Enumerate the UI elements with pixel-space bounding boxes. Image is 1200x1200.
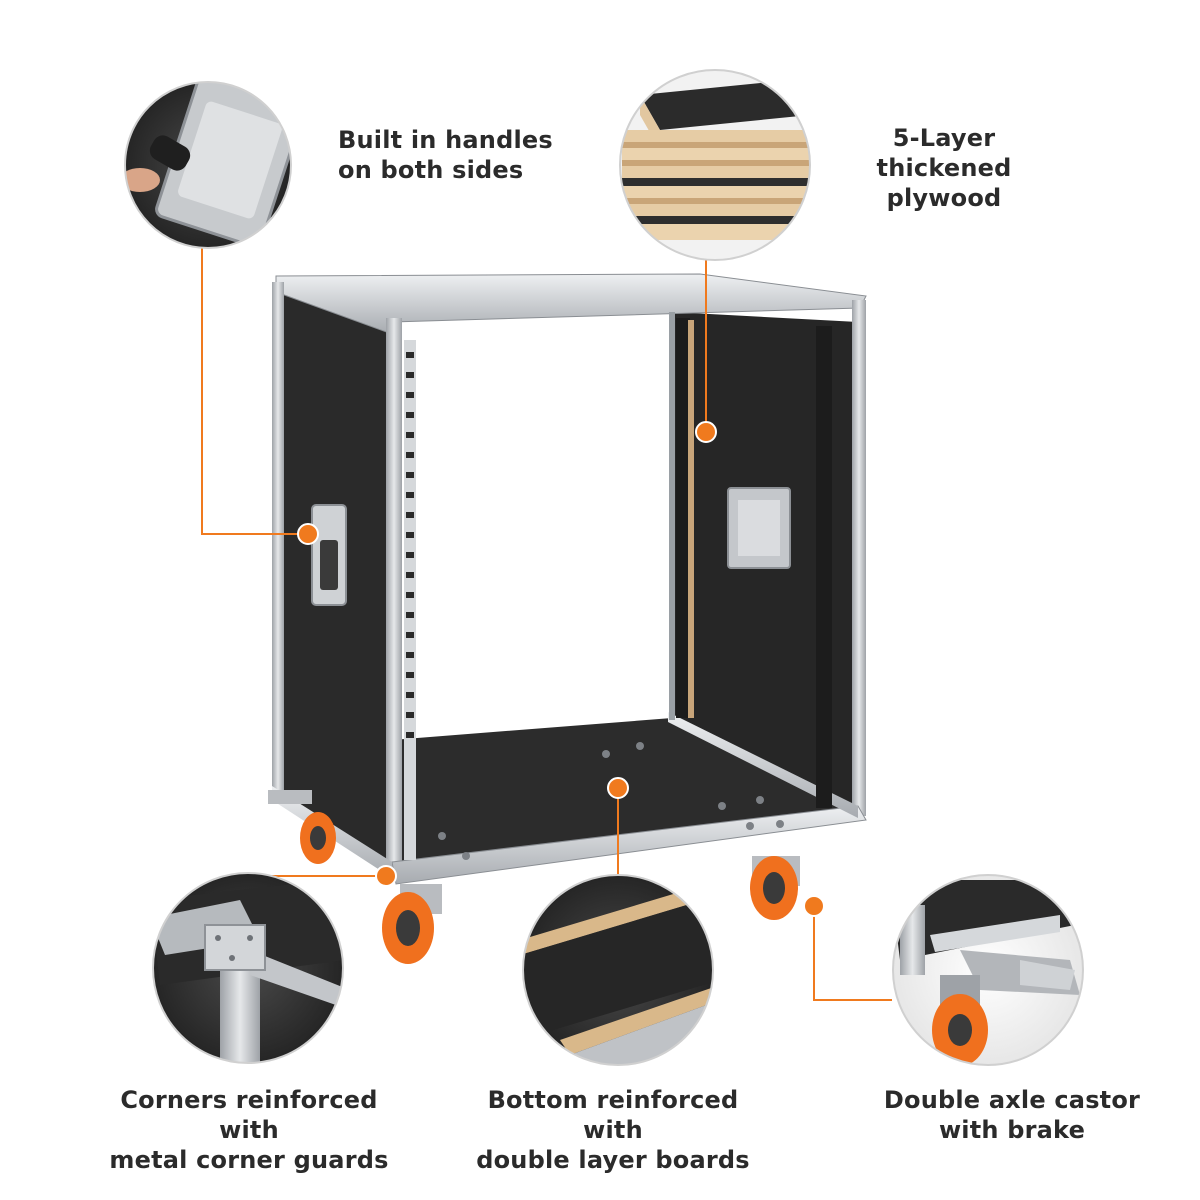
caption-bottom: Bottom reinforced with double layer boar… [455,1085,771,1175]
caption-plywood-line1: 5-Layer thickened [876,124,1012,182]
rack-case [268,273,867,964]
detail-circle-plywood [619,69,811,261]
caption-handles: Built in handles on both sides [338,125,553,185]
caption-castor-line2: with brake [938,1116,1086,1144]
caption-handles-line2: on both sides [338,156,524,184]
caption-corners: Corners reinforced with metal corner gua… [90,1085,408,1175]
callout-connectors [201,222,892,1001]
caption-handles-line1: Built in handles [338,126,553,154]
caption-corners-line2: metal corner guards [109,1146,389,1174]
caption-castor: Double axle castor with brake [860,1085,1164,1145]
caption-bottom-line2: double layer boards [476,1146,750,1174]
castor-front-right [750,856,800,920]
callout-dots [297,421,825,917]
castor-back-left [268,790,336,864]
detail-circle-handles [124,81,292,249]
caption-castor-line1: Double axle castor [883,1086,1141,1114]
caption-plywood-line2: plywood [886,184,1002,212]
caption-bottom-line1: Bottom reinforced with [487,1086,739,1144]
detail-circle-corners [152,872,344,1064]
caption-plywood: 5-Layer thickened plywood [830,123,1058,213]
caption-corners-line1: Corners reinforced with [120,1086,378,1144]
detail-circle-bottom [522,874,714,1066]
detail-circle-castor [892,874,1084,1066]
castor-front-left [382,884,442,964]
